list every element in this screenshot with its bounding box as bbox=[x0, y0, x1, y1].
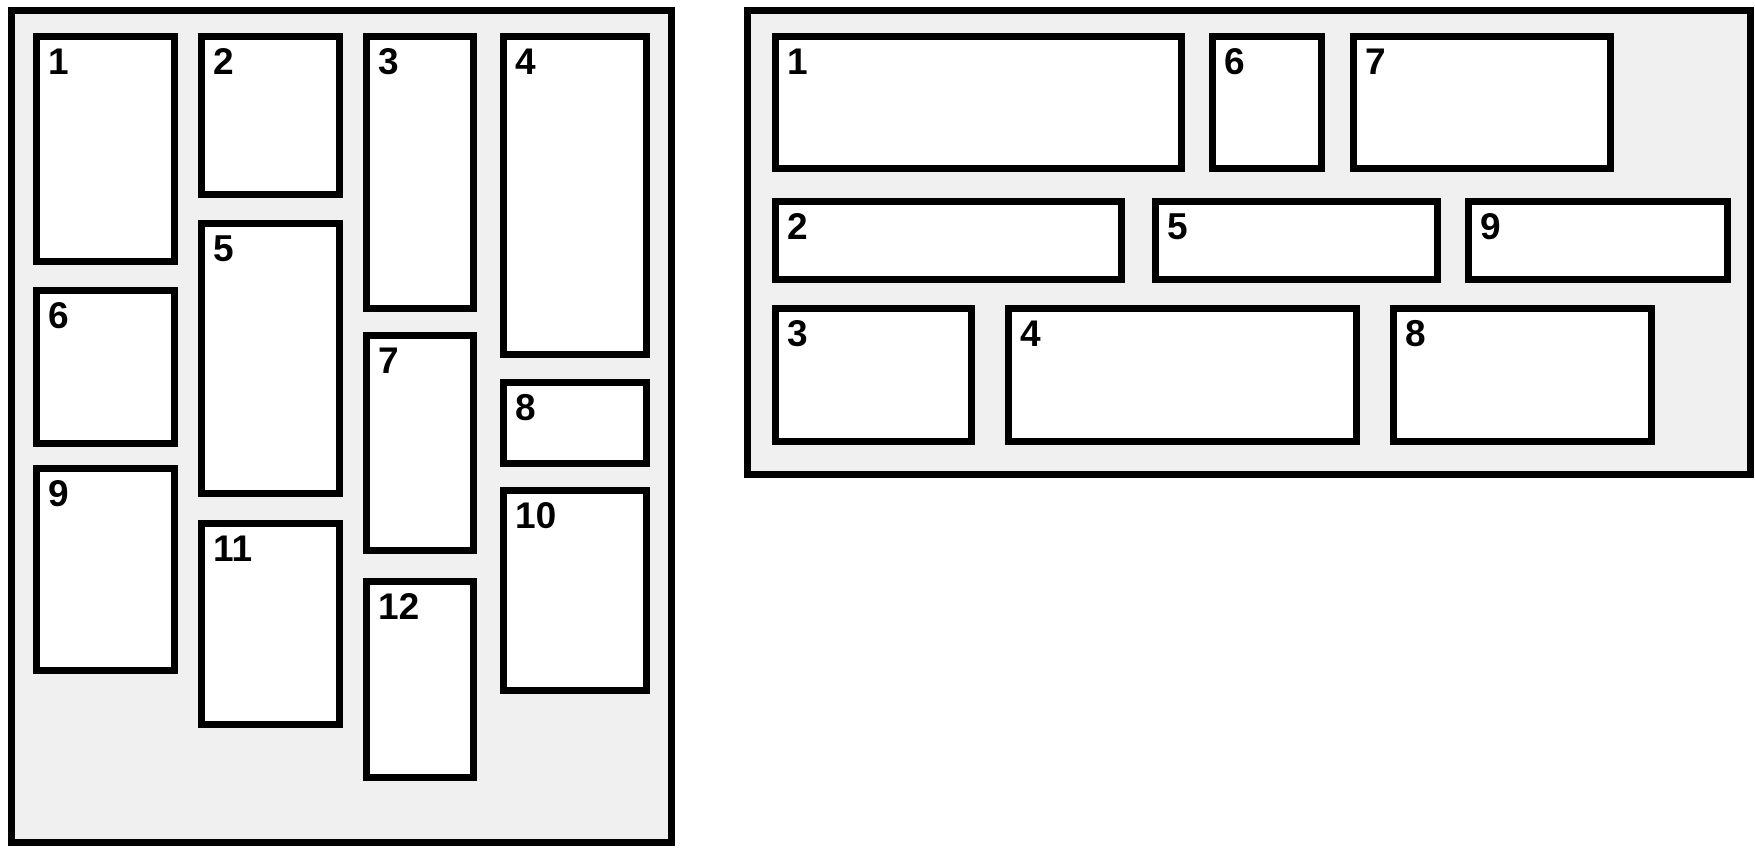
masonry-columns-panel-item-12: 12 bbox=[363, 578, 477, 781]
item-number-label: 5 bbox=[1167, 206, 1188, 247]
item-number-label: 2 bbox=[213, 41, 234, 82]
item-number-label: 1 bbox=[48, 41, 69, 82]
masonry-columns-panel-item-8: 8 bbox=[500, 379, 650, 467]
masonry-rows-panel-item-3: 3 bbox=[772, 305, 975, 445]
item-number-label: 8 bbox=[515, 387, 536, 428]
masonry-rows-panel-item-2: 2 bbox=[772, 198, 1125, 283]
item-number-label: 12 bbox=[378, 586, 420, 627]
item-number-label: 5 bbox=[213, 228, 234, 269]
masonry-columns-panel-item-3: 3 bbox=[363, 33, 477, 312]
item-number-label: 4 bbox=[1020, 313, 1041, 354]
item-number-label: 3 bbox=[787, 313, 808, 354]
item-number-label: 6 bbox=[48, 295, 69, 336]
masonry-columns-panel-item-10: 10 bbox=[500, 487, 650, 694]
masonry-columns-panel-item-2: 2 bbox=[198, 33, 343, 198]
item-number-label: 4 bbox=[515, 41, 536, 82]
masonry-rows-panel-item-8: 8 bbox=[1390, 305, 1655, 445]
masonry-columns-panel-item-1: 1 bbox=[33, 33, 178, 265]
masonry-columns-panel-item-11: 11 bbox=[198, 520, 343, 728]
masonry-rows-panel-item-9: 9 bbox=[1465, 198, 1731, 283]
masonry-rows-panel: 1 2 3 4 5 6 7 8 9 bbox=[744, 7, 1754, 478]
masonry-rows-panel-item-1: 1 bbox=[772, 33, 1185, 172]
item-number-label: 11 bbox=[213, 528, 253, 569]
item-number-label: 1 bbox=[787, 41, 808, 82]
masonry-columns-panel-item-5: 5 bbox=[198, 220, 343, 497]
item-number-label: 7 bbox=[1365, 41, 1386, 82]
item-number-label: 9 bbox=[48, 473, 69, 514]
item-number-label: 9 bbox=[1480, 206, 1501, 247]
item-number-label: 6 bbox=[1224, 41, 1245, 82]
item-number-label: 10 bbox=[515, 495, 557, 536]
masonry-rows-panel-item-5: 5 bbox=[1152, 198, 1441, 283]
masonry-columns-panel-item-7: 7 bbox=[363, 332, 477, 554]
masonry-columns-panel-item-4: 4 bbox=[500, 33, 650, 358]
item-number-label: 7 bbox=[378, 340, 399, 381]
masonry-columns-panel-item-9: 9 bbox=[33, 465, 178, 674]
masonry-rows-panel-item-6: 6 bbox=[1209, 33, 1325, 172]
masonry-columns-panel-item-6: 6 bbox=[33, 287, 178, 447]
masonry-rows-panel-item-4: 4 bbox=[1005, 305, 1360, 445]
item-number-label: 3 bbox=[378, 41, 399, 82]
masonry-rows-panel-item-7: 7 bbox=[1350, 33, 1614, 172]
item-number-label: 8 bbox=[1405, 313, 1426, 354]
item-number-label: 2 bbox=[787, 206, 808, 247]
